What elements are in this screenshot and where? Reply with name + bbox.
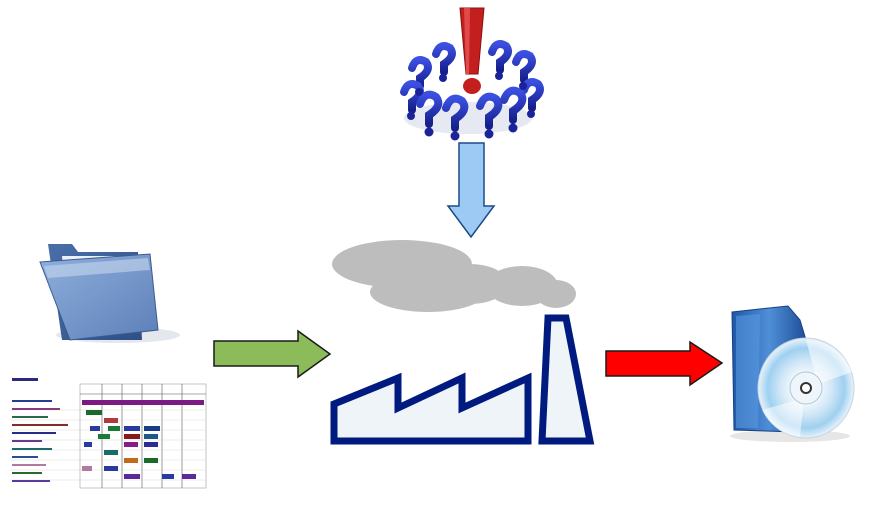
- gantt-sheet-icon: [10, 378, 207, 489]
- smoke-cloud-icon: [332, 240, 576, 312]
- arrow-right-to-product: [605, 340, 724, 387]
- exclamation-icon: [459, 7, 485, 94]
- cd-disc: [757, 337, 855, 439]
- folder-icon: [39, 244, 180, 343]
- question-mark-1: [408, 56, 432, 90]
- question-marks-ring-icon: [400, 7, 544, 141]
- arrow-down-to-factory: [446, 142, 496, 239]
- software-box-cd-icon: [730, 305, 855, 442]
- arrow-right-to-factory: [213, 329, 332, 379]
- factory-icon: [330, 314, 595, 445]
